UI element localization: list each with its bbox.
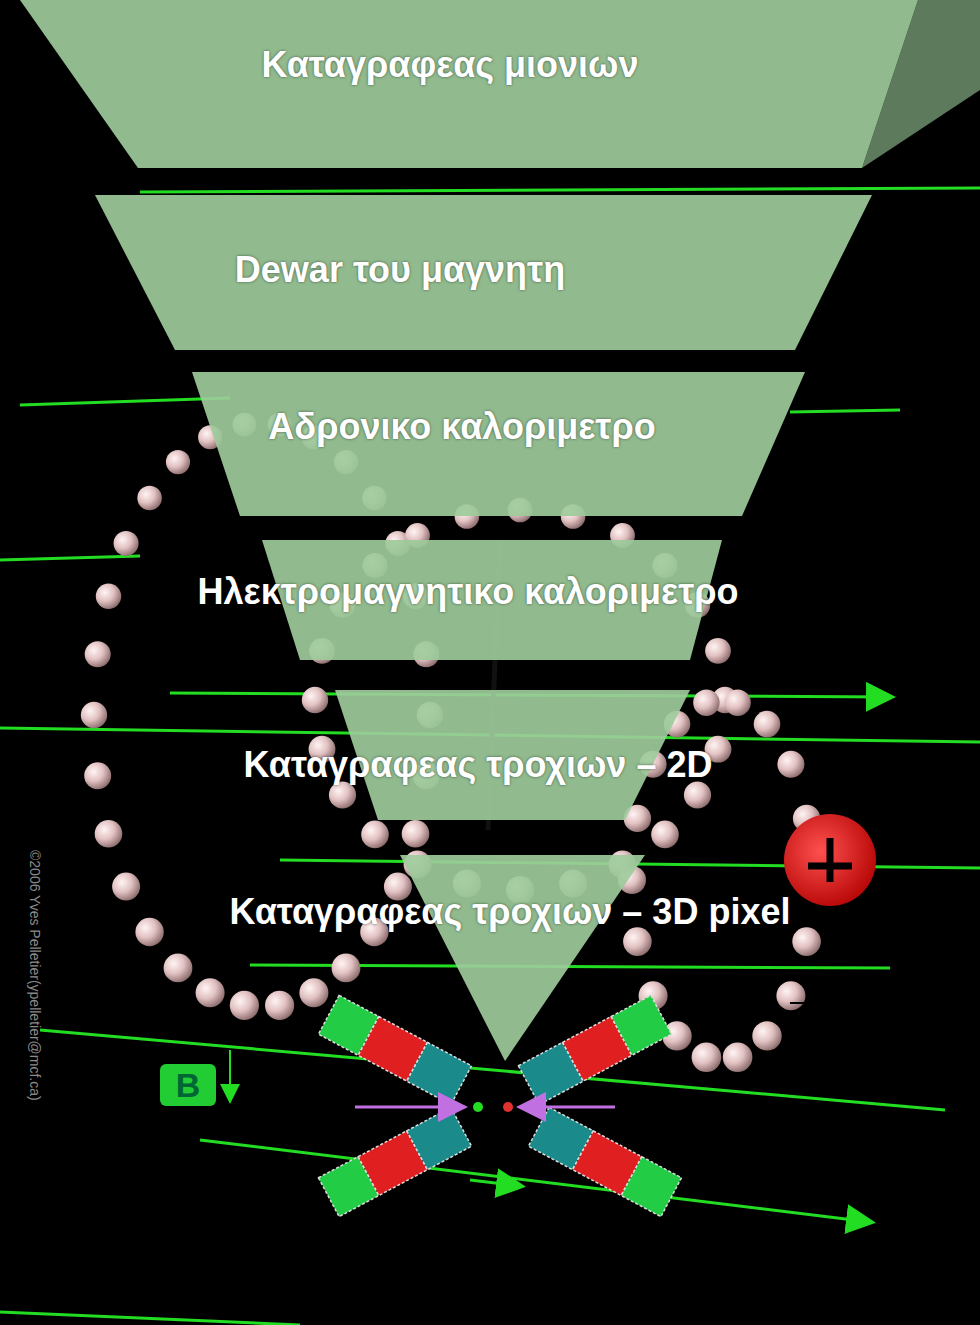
bead (112, 873, 140, 901)
bead (651, 821, 679, 849)
bead (329, 781, 356, 808)
detector-band: Αδρονικο καλοριμετρο (0, 370, 980, 518)
bead (135, 918, 163, 946)
bead (792, 927, 821, 956)
small-arrow (790, 1002, 808, 1004)
detector-band: Καταγραφεας τροχιων – 2D (0, 688, 980, 822)
bead (776, 981, 805, 1010)
bead (114, 531, 139, 556)
beam-arrows (355, 1102, 615, 1112)
detector-band: Καταγραφεας μιονιων (0, 0, 980, 170)
plus-symbol (808, 838, 852, 882)
bead (777, 751, 804, 778)
bead (95, 820, 123, 848)
bead (137, 486, 162, 511)
bead (166, 450, 190, 474)
band-fill (192, 372, 805, 516)
band-label: Καταγραφεας τροχιων – 3D pixel (230, 891, 791, 932)
bead (752, 1021, 781, 1050)
field-arrow (229, 1050, 231, 1100)
bead (723, 1043, 753, 1073)
band-fill (400, 855, 645, 1061)
bead (332, 954, 361, 983)
bead (693, 690, 719, 716)
band-label: Καταγραφεας μιονιων (261, 44, 638, 85)
band-label: Ηλεκτρομαγνητικο καλοριμετρο (198, 571, 739, 612)
bead (684, 781, 711, 808)
bead (361, 821, 389, 849)
bead (299, 978, 328, 1007)
bead (81, 702, 107, 728)
bead (84, 762, 111, 789)
bead (96, 584, 121, 609)
band-shape (0, 853, 980, 1063)
band-label: Καταγραφεας τροχιων – 2D (244, 744, 713, 785)
bead (705, 638, 731, 664)
bead (692, 1043, 722, 1073)
band-label: Dewar του μαγνητη (235, 249, 565, 290)
field-label: B (160, 1064, 216, 1106)
band-label: Αδρονικο καλοριμετρο (268, 406, 655, 447)
detector-band: Dewar του μαγνητη (0, 192, 980, 352)
detector-band: Ηλεκτρομαγνητικο καλοριμετρο (0, 538, 980, 662)
band-fill (20, 0, 918, 168)
detector-cone: Καταγραφεας τροχιων – 3D pixel (0, 853, 980, 1063)
bead (265, 991, 294, 1020)
charged-particle (784, 814, 876, 906)
watermark: ©2006 Yves Pelletier(ypelletier@mcf.ca) (26, 850, 44, 1101)
band-fill (95, 195, 872, 350)
bead (302, 687, 328, 713)
field-lines (0, 188, 980, 1325)
bead (230, 991, 259, 1020)
bead (85, 641, 111, 667)
bead (754, 711, 781, 738)
bead (402, 820, 430, 848)
bead (724, 690, 750, 716)
bead (164, 954, 193, 983)
bead (196, 978, 225, 1007)
